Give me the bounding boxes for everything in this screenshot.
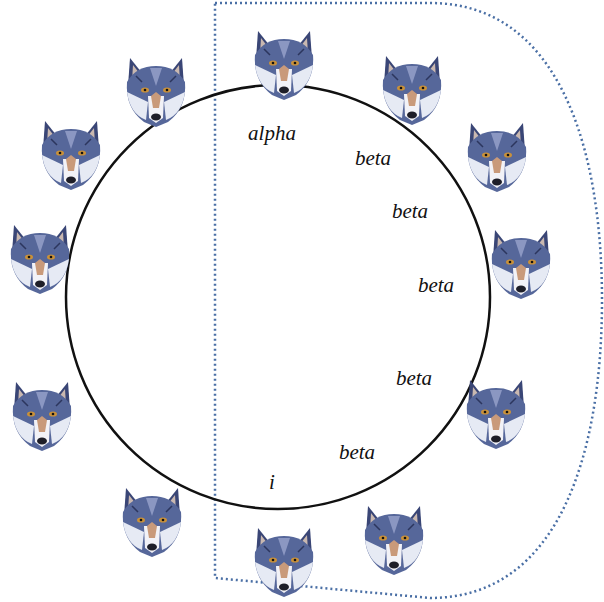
wolf-rank-label: beta xyxy=(355,148,391,169)
wolf-icon xyxy=(123,488,181,557)
wolf-icon xyxy=(42,121,100,190)
wolf-icon xyxy=(365,506,423,575)
wolf-icon xyxy=(383,56,441,125)
wolf-icon xyxy=(13,382,71,451)
wolf-icon xyxy=(255,31,313,100)
wolf-icon xyxy=(127,58,185,127)
wolf-icon xyxy=(11,225,69,294)
wolf-rank-label: beta xyxy=(418,275,454,296)
wolf-icon xyxy=(468,123,526,192)
pack-circle xyxy=(66,85,490,509)
wolf-rank-label: beta xyxy=(339,442,375,463)
wolf-rank-label: i xyxy=(269,472,275,493)
wolf-rank-label: beta xyxy=(392,201,428,222)
wolf-rank-label: beta xyxy=(396,368,432,389)
wolf-icon xyxy=(492,230,550,299)
wolf-icon xyxy=(467,380,525,449)
wolf-icon xyxy=(255,528,313,597)
wolf-rank-label: alpha xyxy=(248,123,296,144)
